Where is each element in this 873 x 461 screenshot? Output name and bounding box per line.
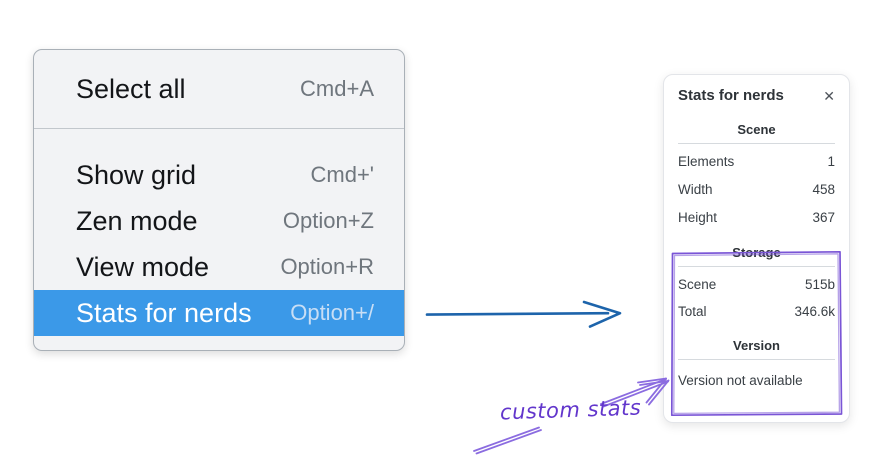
menu-section-bottom: Show grid Cmd+' Zen mode Option+Z View m… — [34, 129, 404, 350]
section-heading-version: Version — [733, 338, 780, 353]
stat-label: Height — [678, 210, 718, 225]
stat-value: 515b — [804, 277, 835, 292]
menu-item-stats-for-nerds[interactable]: Stats for nerds Option+/ — [34, 290, 404, 336]
menu-item-shortcut: Option+R — [280, 254, 374, 279]
menu-item-shortcut: Option+/ — [290, 300, 374, 325]
section-divider — [678, 143, 835, 144]
menu-item-shortcut: Cmd+A — [300, 76, 374, 101]
menu-item-label: Show grid — [76, 159, 197, 190]
menu-item-label: Zen mode — [76, 205, 198, 236]
version-note: Version not available — [678, 373, 803, 388]
stat-label: Width — [678, 182, 713, 197]
stats-panel-title: Stats for nerds — [678, 87, 784, 104]
menu-item-zen-mode[interactable]: Zen mode Option+Z — [34, 198, 404, 244]
annotation-text: custom stats — [499, 395, 642, 425]
stats-panel: Stats for nerds ✕ Scene Elements 1 Width… — [663, 74, 850, 423]
close-icon[interactable]: ✕ — [823, 87, 835, 104]
stat-label: Elements — [678, 154, 735, 169]
context-menu: Select all Cmd+A Show grid Cmd+' Zen mod… — [33, 49, 405, 351]
menu-item-show-grid[interactable]: Show grid Cmd+' — [34, 152, 404, 198]
flow-arrow — [425, 300, 622, 328]
menu-item-shortcut: Option+Z — [282, 208, 374, 233]
stat-label: Total — [678, 304, 707, 319]
section-divider — [678, 266, 835, 267]
stat-value: 346.6k — [794, 304, 835, 319]
stat-row-scene-size: Scene 515b — [678, 271, 835, 298]
stat-row-width: Width 458 — [678, 176, 835, 204]
menu-item-label: Select all — [76, 73, 186, 104]
stat-value: 1 — [827, 154, 835, 169]
stats-panel-header: Stats for nerds ✕ — [678, 87, 835, 104]
storage-section: Storage Scene 515b Total 346.6k — [678, 232, 835, 325]
stat-row-elements: Elements 1 — [678, 148, 835, 176]
menu-item-label: Stats for nerds — [76, 297, 252, 328]
menu-item-shortcut: Cmd+' — [310, 162, 375, 187]
section-heading-scene: Scene — [737, 122, 776, 137]
stat-row-total-size: Total 346.6k — [678, 298, 835, 325]
stat-label: Scene — [678, 277, 717, 292]
stat-value: 458 — [812, 182, 835, 197]
annotation-arrow — [473, 377, 670, 455]
menu-item-select-all[interactable]: Select all Cmd+A — [34, 64, 404, 114]
menu-item-view-mode[interactable]: View mode Option+R — [34, 244, 404, 290]
menu-section-top: Select all Cmd+A — [34, 50, 404, 128]
section-heading-storage: Storage — [732, 245, 781, 260]
menu-item-label: View mode — [76, 251, 210, 282]
stat-value: 367 — [812, 210, 835, 225]
stat-row-height: Height 367 — [678, 204, 835, 232]
section-divider — [678, 359, 835, 360]
menu-divider — [34, 128, 404, 129]
